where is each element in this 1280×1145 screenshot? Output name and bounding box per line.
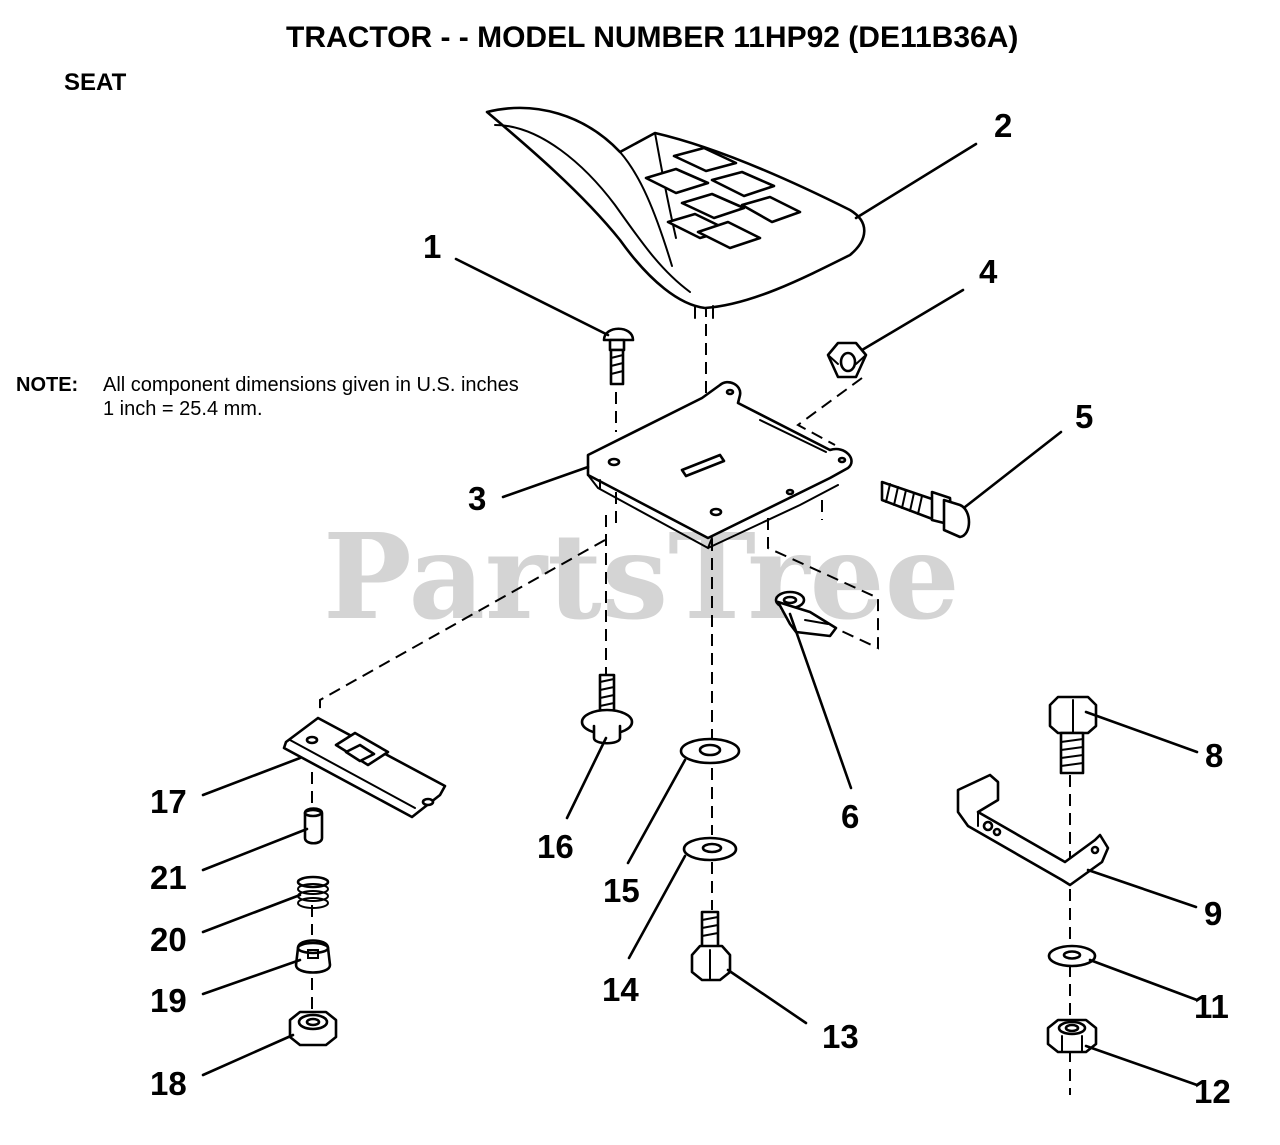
- callout-2: 2: [994, 107, 1012, 144]
- leader-lines: [201, 142, 1199, 1087]
- page-title: TRACTOR - - MODEL NUMBER 11HP92 (DE11B36…: [286, 21, 1018, 54]
- note-line-2: 1 inch = 25.4 mm.: [103, 398, 263, 420]
- note-label: NOTE:: [16, 374, 78, 396]
- callout-20: 20: [150, 921, 187, 958]
- part-shoulder-screw: [580, 673, 634, 745]
- callout-8: 8: [1205, 737, 1223, 774]
- part-lock-nut-12: [1046, 1018, 1098, 1054]
- callout-14: 14: [602, 971, 639, 1008]
- part-hex-nut: [826, 341, 868, 379]
- callout-11: 11: [1194, 988, 1229, 1025]
- part-carriage-bolt: [602, 327, 635, 386]
- part-pin: [303, 807, 324, 845]
- part-shoulder-bolt: [880, 480, 971, 539]
- part-adjust-plate: [282, 716, 447, 819]
- section-label: SEAT: [64, 69, 127, 96]
- callout-21: 21: [150, 859, 187, 896]
- callout-17: 17: [150, 783, 187, 820]
- callout-1: 1: [423, 228, 441, 265]
- callout-4: 4: [979, 253, 998, 290]
- note-line-1: All component dimensions given in U.S. i…: [103, 374, 519, 396]
- part-flat-washer: [679, 737, 741, 765]
- part-flange-nut: [288, 1010, 338, 1047]
- watermark: PartsTree: [323, 507, 960, 646]
- callout-12: 12: [1194, 1073, 1231, 1110]
- part-hex-bolt-13: [690, 910, 732, 982]
- callout-6: 6: [841, 798, 859, 835]
- part-bushing: [294, 939, 332, 974]
- part-seat-clip: [774, 590, 838, 638]
- part-hex-bolt-8: [1048, 695, 1098, 775]
- part-bracket: [956, 773, 1110, 887]
- callout-5: 5: [1075, 398, 1093, 435]
- callout-18: 18: [150, 1065, 187, 1102]
- callout-13: 13: [822, 1018, 859, 1055]
- callout-numbers: 1 2 3 4 5 6 8 9 11 12 13 14 15 16 17 18 …: [150, 107, 1231, 1110]
- part-seat: [485, 106, 866, 319]
- part-spring: [296, 875, 330, 909]
- callout-15: 15: [603, 872, 640, 909]
- callout-19: 19: [150, 982, 187, 1019]
- callout-9: 9: [1204, 895, 1222, 932]
- part-seat-bracket: [586, 380, 853, 550]
- callout-3: 3: [468, 480, 486, 517]
- part-washer-11: [1047, 944, 1097, 968]
- callout-16: 16: [537, 828, 574, 865]
- part-lock-washer: [682, 836, 738, 862]
